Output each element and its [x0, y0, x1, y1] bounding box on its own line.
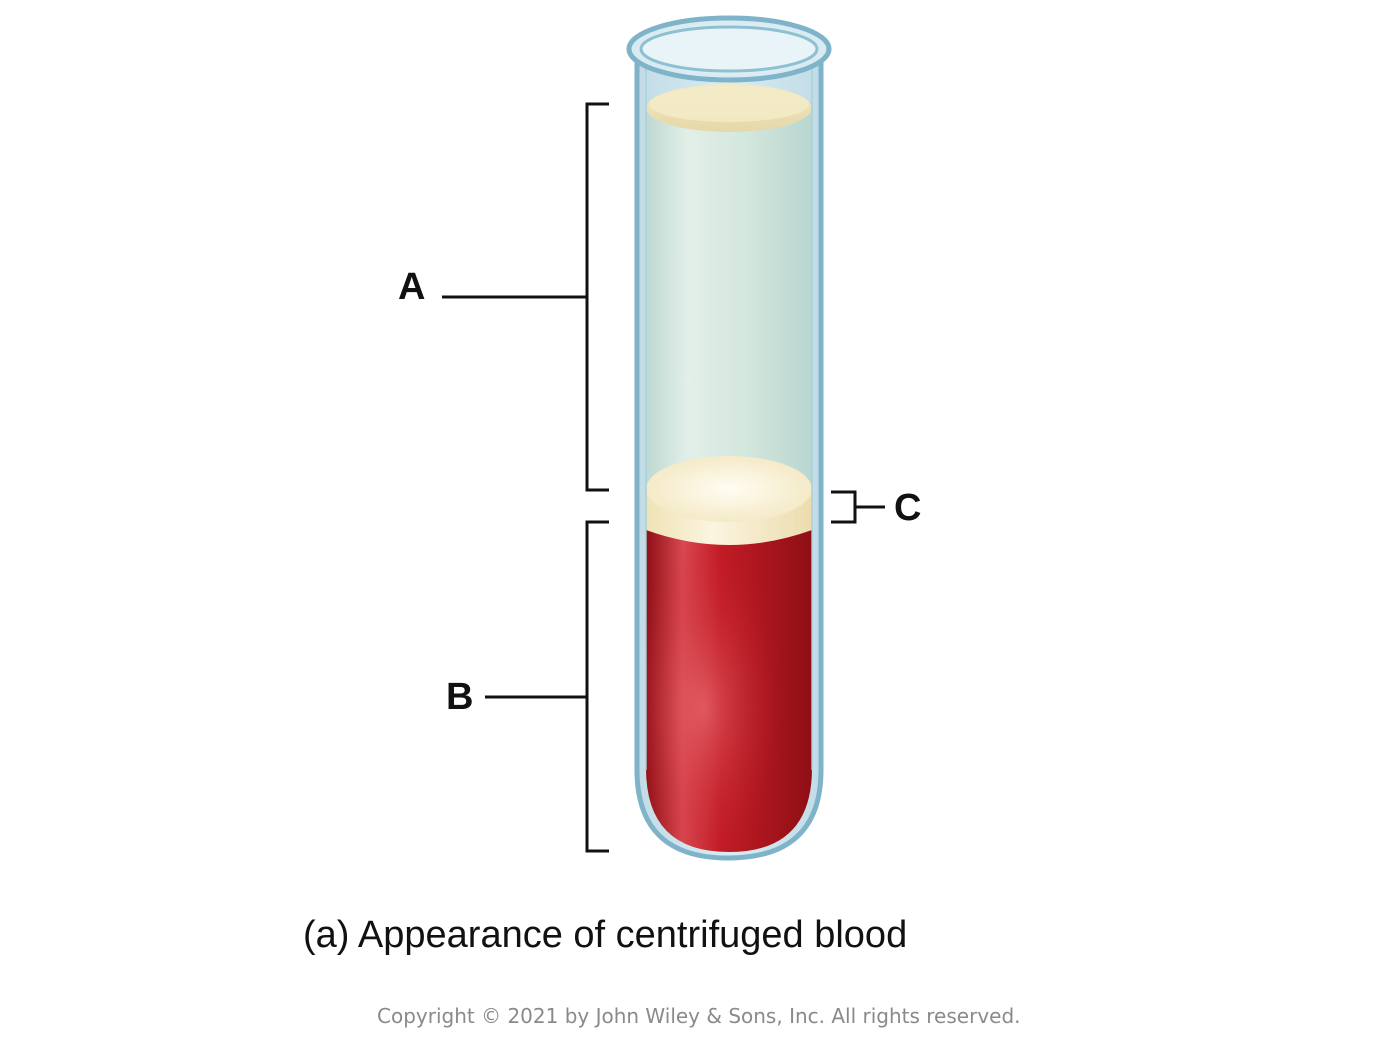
buffy-coat-top: [646, 456, 812, 522]
figure-caption: (a) Appearance of centrifuged blood: [303, 914, 908, 956]
label-c: C: [894, 487, 921, 529]
bracket-b: [585, 520, 609, 853]
bracket-c: [831, 490, 857, 524]
tube-outline: [634, 52, 824, 861]
plasma-layer: [646, 102, 812, 490]
label-a: A: [398, 266, 425, 308]
bracket-a: [585, 102, 609, 492]
label-b: B: [446, 676, 473, 718]
copyright-notice: Copyright © 2021 by John Wiley & Sons, I…: [377, 1004, 1021, 1028]
